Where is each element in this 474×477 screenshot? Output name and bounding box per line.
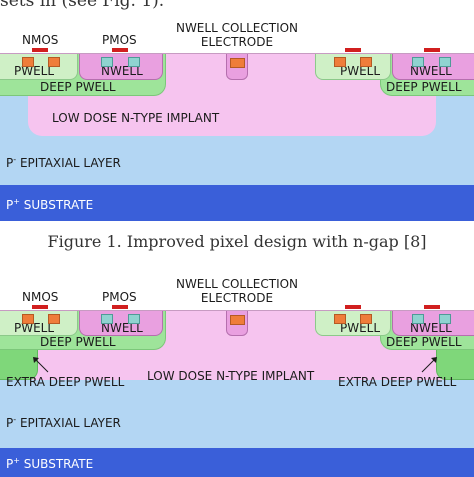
nmos-drain (48, 57, 60, 67)
figure-1: P+ SUBSTRATE P- EPITAXIAL LAYER LOW DOSE… (0, 0, 474, 225)
nmos-source (22, 57, 34, 67)
pmos-source (101, 314, 113, 324)
implant-label: LOW DOSE N-TYPE IMPLANT (147, 369, 315, 383)
nmos-label: NMOS (22, 33, 59, 47)
pmos-label: PMOS (102, 290, 137, 304)
electrode-contact (230, 58, 245, 68)
substrate-layer (0, 448, 474, 477)
pwell-right (315, 310, 391, 336)
surface-line (0, 310, 474, 311)
nwell-left-label: NWELL (101, 321, 143, 335)
deep-pwell-right-label: DEEP PWELL (386, 80, 462, 94)
collection-label-line1: NWELL COLLECTION (175, 21, 299, 35)
deep-pwell-left-label: DEEP PWELL (40, 335, 116, 349)
pmos-gate (112, 305, 128, 309)
pwell-right (315, 53, 391, 80)
right-nwell-gate (424, 305, 440, 309)
collection-label-line2: ELECTRODE (200, 35, 274, 49)
nmos-drain (48, 314, 60, 324)
nwell-right-label: NWELL (410, 321, 452, 335)
pwell-right-label: PWELL (340, 64, 381, 78)
collection-label-line2: ELECTRODE (200, 291, 274, 305)
right-pwell-contact-1 (334, 57, 346, 67)
pwell-left-label: PWELL (14, 64, 55, 78)
figure-1-caption: Figure 1. Improved pixel design with n-g… (47, 232, 427, 251)
nmos-label: NMOS (22, 290, 59, 304)
right-nwell-contact-2 (439, 314, 451, 324)
extra-right-arrow (420, 356, 438, 378)
right-nwell-contact-2 (439, 57, 451, 67)
substrate-layer (0, 185, 474, 221)
nmos-gate (32, 48, 48, 52)
substrate-label: P+ SUBSTRATE (6, 197, 94, 212)
right-nwell-gate (424, 48, 440, 52)
surface-line (0, 53, 474, 54)
deep-pwell-left-label: DEEP PWELL (40, 80, 116, 94)
substrate-label: P+ SUBSTRATE (6, 456, 94, 471)
right-pwell-contact-2 (360, 314, 372, 324)
epitaxial-label: P- EPITAXIAL LAYER (6, 415, 121, 430)
nmos-gate (32, 305, 48, 309)
nwell-left (79, 310, 163, 336)
collection-label-line1: NWELL COLLECTION (175, 277, 299, 291)
pmos-drain (128, 57, 140, 67)
right-pwell-contact-2 (360, 57, 372, 67)
extra-deep-pwell-right-label: EXTRA DEEP PWELL (338, 375, 457, 389)
pmos-label: PMOS (102, 33, 137, 47)
figure-2: P+ SUBSTRATE P- EPITAXIAL LAYER LOW DOSE… (0, 270, 474, 477)
extra-left-arrow (32, 356, 50, 378)
epitaxial-layer (0, 380, 474, 448)
pwell-left-label: PWELL (14, 321, 55, 335)
extra-deep-pwell-left-label: EXTRA DEEP PWELL (6, 375, 125, 389)
right-pwell-gate (345, 305, 361, 309)
nwell-right-label: NWELL (410, 64, 452, 78)
pmos-source (101, 57, 113, 67)
right-pwell-contact-1 (334, 314, 346, 324)
right-nwell-contact-1 (412, 314, 424, 324)
intro-text: sets in (see Fig. 1). (0, 0, 165, 11)
pwell-right-label: PWELL (340, 321, 381, 335)
implant-label: LOW DOSE N-TYPE IMPLANT (52, 111, 220, 125)
right-nwell-contact-1 (412, 57, 424, 67)
nmos-source (22, 314, 34, 324)
pmos-gate (112, 48, 128, 52)
pmos-drain (128, 314, 140, 324)
implant-lower-region (28, 92, 436, 136)
electrode-contact (230, 315, 245, 325)
right-pwell-gate (345, 48, 361, 52)
pwell-left (0, 310, 78, 336)
deep-pwell-right-label: DEEP PWELL (386, 335, 462, 349)
epitaxial-label: P- EPITAXIAL LAYER (6, 155, 121, 170)
nwell-left-label: NWELL (101, 64, 143, 78)
